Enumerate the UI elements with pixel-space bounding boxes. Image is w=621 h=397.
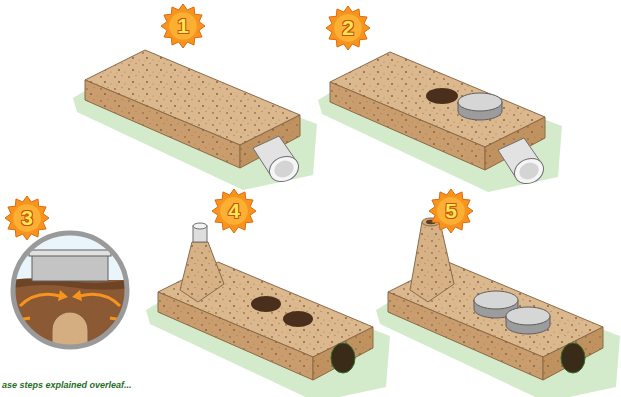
step-four-block (146, 223, 390, 397)
step-badge: 3 (4, 195, 50, 241)
step-number: 3 (21, 206, 33, 230)
step-two-block (318, 52, 562, 192)
step-badge: 5 (428, 188, 474, 234)
step-number: 2 (342, 16, 354, 40)
step-badge: 4 (211, 188, 257, 234)
step-one-block (73, 50, 317, 190)
step-badge: 2 (325, 5, 371, 51)
footnote: ase steps explained overleaf... (2, 380, 132, 390)
step-number: 4 (228, 199, 240, 223)
step-number: 1 (177, 14, 189, 38)
step-five-block (376, 218, 620, 397)
step-number: 5 (445, 199, 457, 223)
step-badge: 1 (160, 3, 206, 49)
soil-inset (10, 230, 130, 350)
